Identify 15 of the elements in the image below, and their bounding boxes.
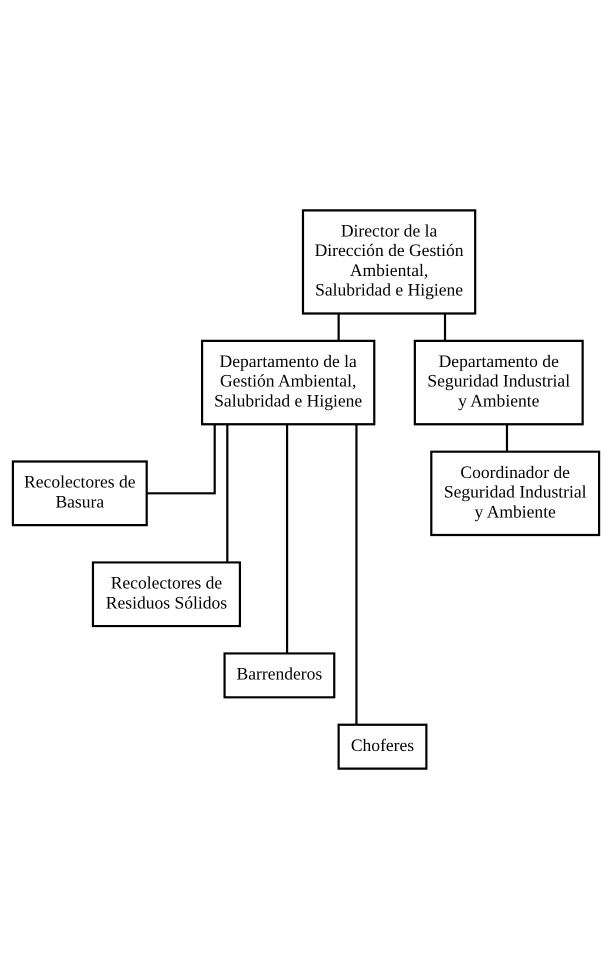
node-box: Choferes [338, 723, 428, 770]
connector [286, 424, 288, 653]
node-box: Departamento de la Gestión Ambiental, Salubridad e Higiene [200, 339, 376, 425]
connector [506, 424, 508, 451]
connector [226, 424, 228, 562]
connector [146, 424, 216, 494]
node-box: Director de la Dirección de Gestión Ambiental, Salubridad e Higiene [302, 208, 476, 314]
node-box: Barrenderos [223, 652, 336, 698]
node-box: Recolectores de Basura [12, 460, 148, 526]
node-box: Coordinador de Seguridad Industrial y Ambiente [430, 450, 600, 536]
node-box: Recolectores de Residuos Sólidos [92, 560, 242, 627]
connector [355, 424, 358, 724]
node-box: Departamento de Seguridad Industrial y Ambiente [414, 339, 584, 425]
connector [444, 313, 446, 340]
connector [338, 313, 340, 340]
